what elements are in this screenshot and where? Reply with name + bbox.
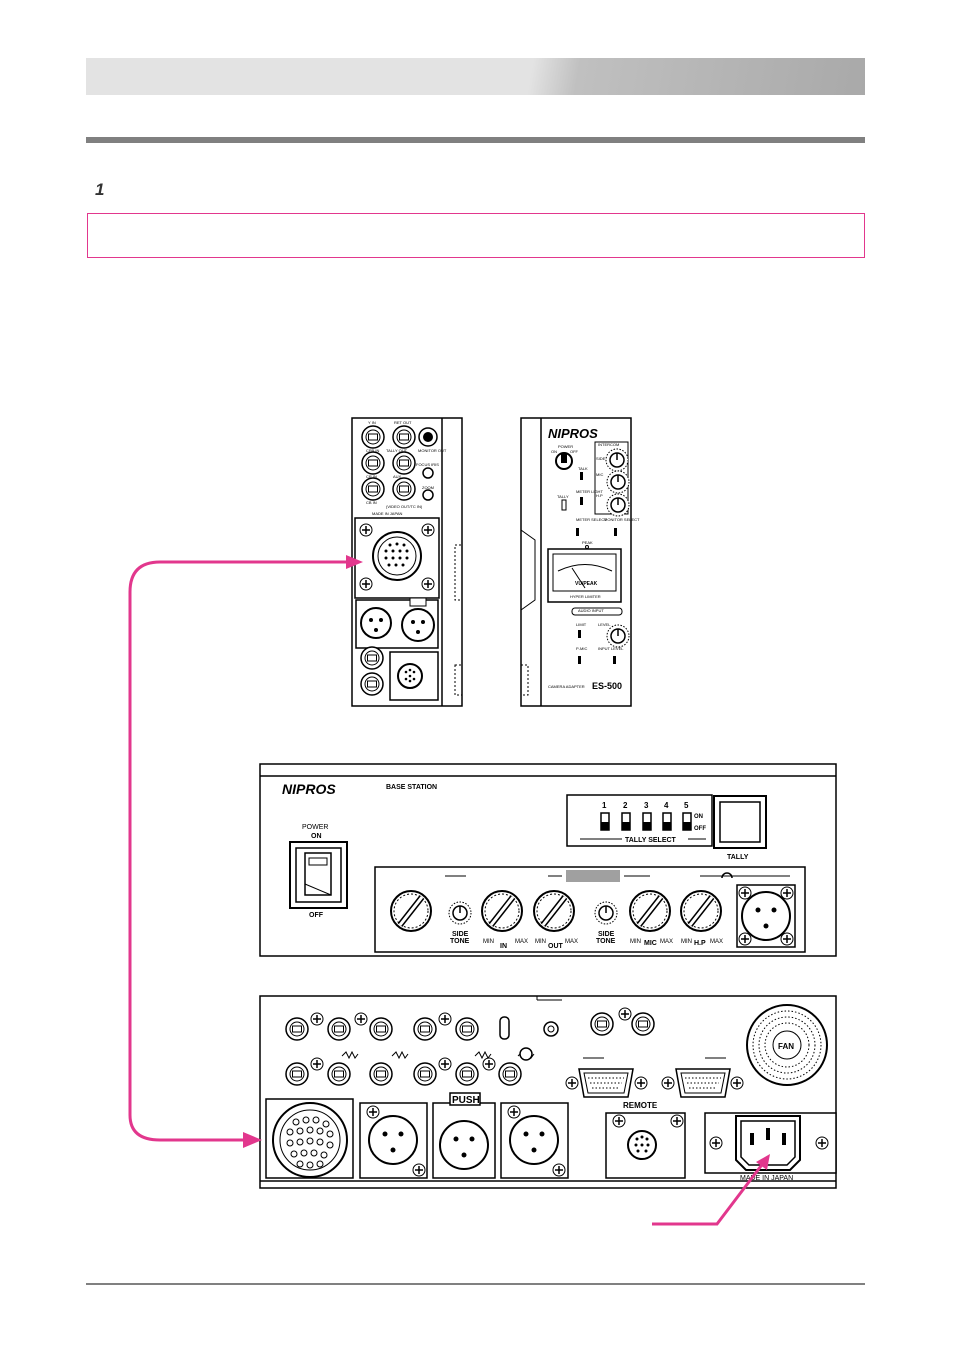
camera-adapter-front-panel: NIPROS POWER ON OFF INTERCOM SIDE TONE T… — [520, 417, 640, 707]
tally-button[interactable] — [713, 795, 767, 849]
label-video-out: (VIDEO OUT/TC IN) — [386, 504, 423, 509]
tally-off-label: OFF — [694, 826, 706, 832]
knob-side-tone-2-a: SIDE — [598, 931, 615, 938]
label-y-in: Y IN — [368, 420, 376, 425]
base-power-off: OFF — [309, 912, 324, 919]
meter-select-label: METER SELECT — [576, 517, 607, 522]
note-box — [87, 213, 865, 258]
knob-mic-min: MIN — [630, 939, 641, 945]
meter-face-label: VU/PEAK — [575, 581, 598, 587]
adapter-model: ES-500 — [592, 681, 622, 691]
fan: FAN — [746, 1004, 828, 1086]
knob-side-tone-1-b: TONE — [450, 938, 470, 945]
tally-number-3: 3 — [644, 801, 649, 810]
hyper-limiter-label: HYPER LIMITER — [570, 594, 601, 599]
level-label: LEVEL — [598, 622, 611, 627]
label-focus-iris: FOCUS IRIS — [416, 462, 439, 467]
front-xlr-connector[interactable] — [736, 884, 796, 948]
knob-in-max: MAX — [515, 939, 528, 945]
ac-power-inlet[interactable] — [704, 1112, 837, 1174]
p-mic-label: P-MIC — [576, 646, 587, 651]
intercom-label: INTERCOM — [598, 442, 619, 447]
tally-dip-switches[interactable] — [600, 812, 692, 831]
knob-out-max: MAX — [565, 939, 578, 945]
rear-xlr-connectors[interactable] — [359, 1102, 569, 1179]
adapter-power-off: OFF — [570, 449, 579, 454]
limit-label: LIMIT — [576, 622, 587, 627]
push-label: PUSH — [452, 1095, 480, 1106]
audio-input-label: AUDIO INPUT — [578, 608, 604, 613]
mic-label: MIC — [596, 472, 603, 477]
base-brand-logo: NIPROS — [282, 781, 336, 797]
knob-hp-label: H.P — [694, 940, 706, 947]
knob-mic-label: MIC — [644, 940, 657, 947]
camera-adapter-caption: CAMERA ADAPTER — [548, 684, 585, 689]
base-station-title: BASE STATION — [386, 784, 437, 791]
knob-hp-min: MIN — [681, 939, 692, 945]
base-power-label: POWER — [302, 824, 328, 831]
camera-adapter-side-panel: Y IN RET OUT CPB IN TALLY OUT MONITOR OU… — [351, 417, 463, 707]
peak-label: PEAK — [582, 540, 593, 545]
step-number: 1 — [95, 180, 105, 199]
footer-rule — [86, 1283, 865, 1285]
base-multipin-connector[interactable] — [265, 1098, 354, 1179]
base-power-on: ON — [311, 833, 322, 840]
knob-in-label: IN — [500, 943, 507, 950]
title-rule — [86, 137, 865, 143]
camera-multipin-connector[interactable] — [359, 523, 435, 591]
label-cr-in: CR IN — [366, 474, 377, 479]
adapter-brand-logo: NIPROS — [548, 426, 598, 441]
tally-select-label: TALLY SELECT — [625, 837, 677, 844]
tally-on-label: ON — [694, 814, 703, 820]
knob-in-min: MIN — [483, 939, 494, 945]
label-made-in-japan-side: MADE IN JAPAN — [372, 511, 402, 516]
camera-cable — [128, 555, 363, 1148]
knob-side-tone-2-b: TONE — [596, 938, 616, 945]
talk-label: TALK — [578, 466, 588, 471]
tally-number-4: 4 — [664, 801, 669, 810]
label-aux: AUX — [393, 474, 402, 479]
knob-hp-max: MAX — [710, 939, 723, 945]
label-cpb-in: CPB IN — [366, 448, 379, 453]
knob-mic-max: MAX — [660, 939, 673, 945]
power-cable — [652, 1154, 770, 1226]
label-cb-in: CB IN — [366, 500, 377, 505]
knob-out-min: MIN — [535, 939, 546, 945]
label-tally-out: TALLY OUT — [386, 448, 408, 453]
tally-number-1: 1 — [602, 801, 607, 810]
knob-side-tone-1-a: SIDE — [452, 931, 469, 938]
header-bar — [86, 58, 865, 95]
base-station-front-panel: NIPROS BASE STATION POWER ON OFF 1 2 3 4… — [259, 763, 837, 957]
hp-label: H.P — [596, 493, 603, 498]
tally-number-2: 2 — [623, 801, 628, 810]
base-power-switch[interactable] — [289, 841, 348, 909]
remote-label: REMOTE — [623, 1101, 658, 1110]
meter-light-label: METER LIGHT — [576, 489, 603, 494]
adapter-power-switch[interactable] — [555, 452, 573, 470]
adapter-tally-label: TALLY — [557, 494, 569, 499]
label-monitor-out: MONITOR OUT — [418, 448, 447, 453]
adapter-power-label: POWER — [558, 444, 573, 449]
knob-out-label: OUT — [548, 943, 564, 950]
adapter-power-on: ON — [551, 449, 557, 454]
input-level-label: INPUT LEVEL — [598, 646, 624, 651]
monitor-select-label: MONITOR SELECT — [604, 517, 640, 522]
label-zoom: ZOOM — [422, 485, 434, 490]
tally-button-label: TALLY — [727, 854, 749, 861]
push-tab[interactable]: PUSH — [449, 1092, 481, 1106]
vu-peak-meter: VU/PEAK HYPER LIMITER — [547, 548, 622, 603]
tally-number-5: 5 — [684, 801, 689, 810]
rear-made-in-japan: MADE IN JAPAN — [740, 1175, 793, 1182]
label-ret-out: RET OUT — [394, 420, 412, 425]
fan-label: FAN — [778, 1042, 794, 1051]
base-station-rear-panel: FAN P — [259, 995, 837, 1189]
